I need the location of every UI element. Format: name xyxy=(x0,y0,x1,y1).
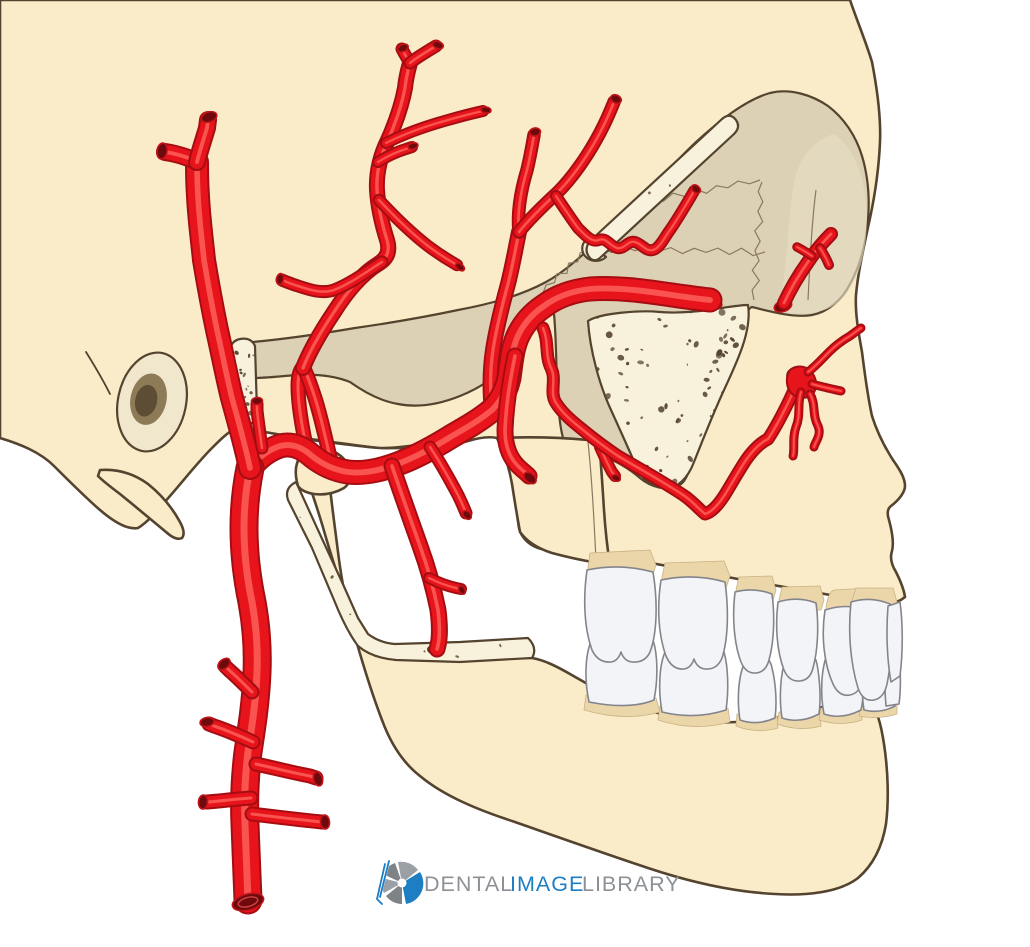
lacrimal-line xyxy=(807,189,817,301)
anterior-superior-alveolar-artery xyxy=(536,321,804,521)
tuberosity-edge-line xyxy=(587,441,597,561)
maxilla-cut-section xyxy=(586,303,750,490)
mylohyoid-branch xyxy=(423,572,467,595)
temporal-branch xyxy=(372,193,464,272)
parietal-branch xyxy=(188,111,217,171)
middle-superior-alveolar-artery xyxy=(550,185,700,257)
facial-twig xyxy=(788,387,806,461)
deep-auricular-artery xyxy=(250,397,269,455)
upper-teeth xyxy=(583,549,904,702)
posterior-temporal-branch xyxy=(511,128,541,239)
carotid-branch-stub xyxy=(244,806,330,830)
watermark-word-image: IMAGE xyxy=(510,872,584,896)
facial-twig xyxy=(805,389,824,452)
middle-temporal-branch xyxy=(275,255,389,299)
buccal-artery xyxy=(423,440,473,520)
carotid-branch-stub xyxy=(248,756,324,786)
posterior-deep-temporal-artery xyxy=(482,224,527,420)
upper-incisor-edge xyxy=(886,601,904,683)
watermark-logo-icon xyxy=(374,857,424,906)
carotid-branch-stub xyxy=(217,658,260,700)
carotid-branch-stub xyxy=(201,716,261,750)
carotid-branch-stub xyxy=(199,790,259,810)
suture-line xyxy=(651,179,761,202)
temporal-branch xyxy=(380,105,489,149)
ear-canal-depth xyxy=(134,384,158,417)
upper-premolar xyxy=(775,598,819,682)
upper-molar xyxy=(657,576,729,670)
infraorbital-canal-twig xyxy=(792,242,817,261)
superficial-temporal-artery xyxy=(185,150,262,480)
probe-gap xyxy=(374,857,391,906)
styloid-process xyxy=(96,468,185,541)
dental-probe-icon xyxy=(376,860,390,905)
infraorbital-artery-canal xyxy=(777,227,838,310)
ear-canal xyxy=(116,351,188,453)
temporal-branch xyxy=(372,141,418,168)
facial-twig xyxy=(807,379,846,396)
mastoid-groove-line xyxy=(85,351,111,395)
external-carotid-artery xyxy=(229,453,272,915)
watermark: DENTAL IMAGE LIBRARY xyxy=(374,857,681,906)
anterior-deep-temporal-artery xyxy=(295,55,418,376)
maxillary-artery xyxy=(237,275,723,485)
watermark-word-dental: DENTAL xyxy=(424,872,512,896)
infraorbital-canal-twig xyxy=(815,243,834,270)
upper-incisor xyxy=(848,598,893,702)
suture-line xyxy=(751,181,764,301)
facial-twig xyxy=(803,323,866,377)
descending-palatine-artery xyxy=(496,347,538,485)
vessel-cut-ends xyxy=(156,40,702,912)
posterior-temporal-branch xyxy=(512,95,621,239)
upper-molar xyxy=(583,566,657,663)
inferior-alveolar-artery xyxy=(383,457,448,658)
watermark-text: DENTAL IMAGE LIBRARY xyxy=(424,872,681,896)
upper-premolar xyxy=(732,589,775,674)
watermark-word-library: LIBRARY xyxy=(582,872,681,896)
temporal-branch-tip xyxy=(403,39,443,70)
suture-line xyxy=(535,249,589,298)
arterial-tree xyxy=(156,39,866,915)
